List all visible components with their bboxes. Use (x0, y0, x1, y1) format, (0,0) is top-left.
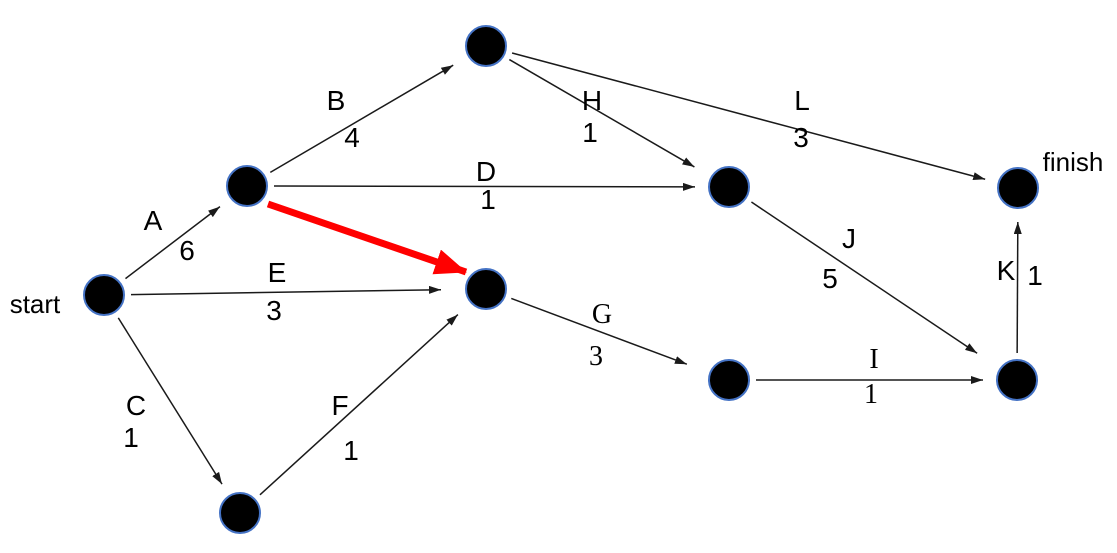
edge-E-line (130, 285, 442, 296)
node-n5 (708, 166, 750, 208)
edge-C-line (117, 317, 223, 485)
edge-D-weight: 1 (480, 184, 496, 215)
edge-A-label: A (144, 205, 163, 236)
node-n6 (708, 359, 750, 401)
edge-C-label: C (126, 390, 146, 421)
finish-label: finish (1043, 147, 1104, 177)
edge-K-weight: 1 (1027, 260, 1043, 291)
start-label: start (10, 289, 61, 319)
edge-A-line (125, 206, 221, 280)
edge-C-weight: 1 (123, 422, 139, 453)
edges-layer (117, 52, 1022, 496)
edge-I-weight: 1 (864, 379, 878, 410)
edge-D-label: D (476, 156, 496, 187)
node-start (83, 274, 125, 316)
edge-J-line (751, 201, 978, 354)
edge-K-line (1013, 221, 1022, 354)
edge-E-weight: 3 (266, 295, 282, 326)
node-n4 (219, 492, 261, 534)
edge-F-label: F (331, 390, 348, 421)
edge-L-line (511, 52, 986, 181)
edge-H-label: H (582, 85, 602, 116)
node-n7 (996, 359, 1038, 401)
node-n1 (226, 165, 268, 207)
nodes-layer (83, 25, 1039, 534)
edge-J-weight: 5 (822, 263, 838, 294)
edge-G-label: G (592, 299, 612, 330)
edge-A-weight: 6 (179, 235, 195, 266)
edge-D-line (273, 182, 696, 191)
edge-H-line (508, 58, 695, 168)
edge-F-line (259, 314, 459, 496)
edge-B-line (269, 64, 454, 174)
edge-B-weight: 4 (344, 122, 360, 153)
edge-E-label: E (268, 257, 287, 288)
node-finish (997, 167, 1039, 209)
highlight-layer (266, 200, 468, 276)
edge-I-label: I (869, 344, 878, 375)
edge-L-weight: 3 (793, 122, 809, 153)
highlight-arrow (266, 200, 468, 276)
edge-G-weight: 3 (589, 341, 603, 372)
node-n3 (465, 268, 507, 310)
edge-L-label: L (794, 85, 810, 116)
edge-J-label: J (842, 223, 856, 254)
edge-F-weight: 1 (343, 435, 359, 466)
edge-B-label: B (327, 85, 346, 116)
node-n2 (465, 25, 507, 67)
edge-H-weight: 1 (582, 117, 598, 148)
edge-G-line (511, 297, 688, 365)
edge-K-label: K (997, 255, 1016, 286)
